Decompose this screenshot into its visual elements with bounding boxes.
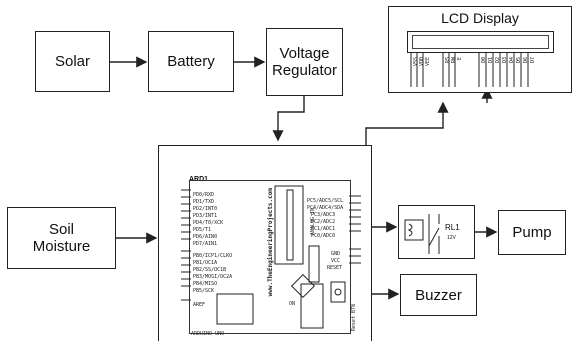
on-label: ON bbox=[289, 301, 296, 307]
reset-button-label: Reset BTN bbox=[351, 304, 357, 332]
battery-label: Battery bbox=[167, 53, 215, 70]
arduino-left-pin: PB4/MISO bbox=[193, 281, 218, 287]
soil-label-line1: Soil bbox=[48, 221, 74, 238]
arduino-left-pin: PB2/SS/OC1B bbox=[193, 267, 227, 273]
arduino-left-pin: PD3/INT1 bbox=[193, 213, 218, 219]
arduino-schematic bbox=[181, 185, 361, 329]
arduino-left-pin: PB1/OC1A bbox=[193, 260, 218, 266]
buzzer-block: Buzzer bbox=[400, 274, 477, 316]
arduino-left-pin: PD7/AIN1 bbox=[193, 241, 218, 247]
arduino-right-pin: PC0/ADC0 bbox=[311, 233, 336, 239]
lcd-pin-label: VEE bbox=[425, 57, 431, 67]
arduino-right-pin: PC3/ADC3 bbox=[311, 212, 336, 218]
arduino-name: ARD1 bbox=[189, 176, 209, 183]
arduino-left-pin: PD2/INT0 bbox=[193, 206, 218, 212]
solar-label: Solar bbox=[54, 53, 91, 70]
relay-block: RL1 12V bbox=[398, 205, 475, 259]
analog-in-label: ANALOG IN bbox=[310, 208, 316, 236]
relay-name: RL1 bbox=[445, 223, 460, 232]
voltage-regulator-block: Voltage Regulator bbox=[266, 28, 343, 96]
lcd-pin-label: D7 bbox=[530, 57, 536, 64]
arduino-left-pin: PD5/T1 bbox=[193, 227, 212, 233]
arduino-left-pin: PD1/TXD bbox=[193, 199, 215, 205]
arduino-outline bbox=[189, 180, 351, 334]
lcd-display-block: LCD Display VSS VDD VEE RS RW E D0 D1 D2… bbox=[388, 6, 572, 93]
regulator-label-line2: Regulator bbox=[271, 62, 338, 79]
relay-symbol bbox=[404, 214, 440, 254]
soil-label-line2: Moisture bbox=[32, 238, 91, 255]
arduino-right-pin: PC5/ADC5/SCL bbox=[307, 198, 344, 204]
arduino-left-pin: PD6/AIN0 bbox=[193, 234, 218, 240]
arduino-left-pin: PB3/MOSI/OC2A bbox=[193, 274, 233, 280]
arduino-right-pin: PC1/ADC1 bbox=[311, 226, 336, 232]
battery-block: Battery bbox=[148, 31, 234, 92]
arduino-right-pin: GND bbox=[331, 251, 341, 257]
arduino-left-pin: PD0/RXD bbox=[193, 192, 215, 198]
arduino-url-label: www.TheEngineeringProjects.com bbox=[267, 188, 274, 297]
arduino-left-pin: PD4/T0/XCK bbox=[193, 220, 224, 226]
arduino-left-pin: AREF bbox=[193, 302, 206, 308]
pump-label: Pump bbox=[512, 224, 552, 241]
buzzer-label: Buzzer bbox=[415, 286, 462, 304]
arduino-right-pin: RESET bbox=[327, 265, 343, 271]
arduino-model-label: ARDUINO UNO bbox=[191, 331, 225, 337]
arduino-left-pin: PB5/SCK bbox=[193, 288, 215, 294]
arduino-right-pin: PC2/ADC2 bbox=[311, 219, 336, 225]
arduino-right-pin: PC4/ADC4/SDA bbox=[307, 205, 344, 211]
lcd-pin-label: E bbox=[457, 57, 463, 61]
arrow-arduino-lcd bbox=[365, 101, 449, 145]
lcd-screen bbox=[407, 31, 554, 53]
arduino-left-pin: PB0/ICP1/CLKO bbox=[193, 253, 233, 259]
regulator-label-line1: Voltage bbox=[279, 45, 330, 62]
relay-voltage: 12V bbox=[447, 235, 456, 241]
arduino-board-block: ARD1 PD0/RXD PD1/TXD PD2/INT0 PD3/INT1 P… bbox=[158, 145, 372, 341]
arduino-right-pin: VCC bbox=[331, 258, 341, 264]
soil-moisture-block: Soil Moisture bbox=[7, 207, 116, 269]
arrow-regulator-arduino bbox=[272, 96, 305, 142]
pump-block: Pump bbox=[498, 210, 566, 255]
lcd-pin-lines bbox=[410, 53, 529, 87]
lcd-title: LCD Display bbox=[441, 10, 519, 26]
solar-block: Solar bbox=[35, 31, 110, 92]
